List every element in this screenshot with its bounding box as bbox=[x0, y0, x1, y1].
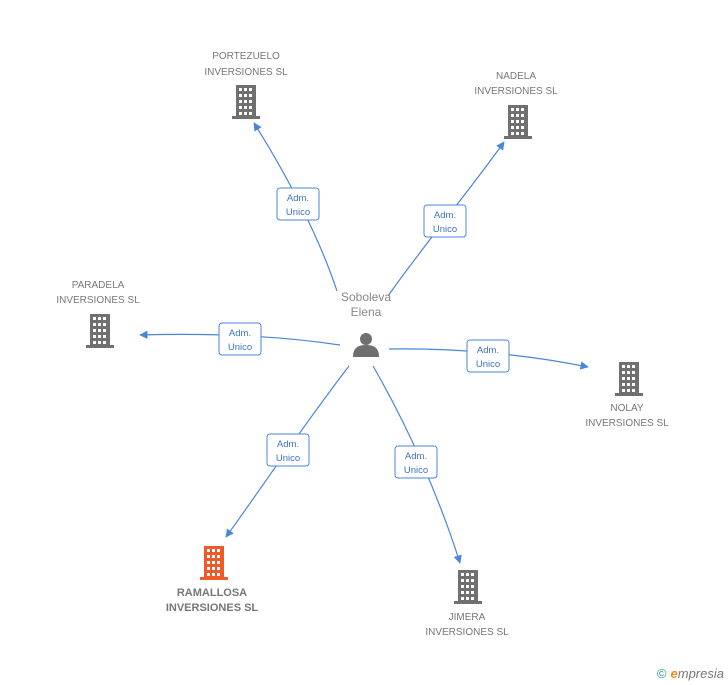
relation-badge-portezuelo[interactable]: Adm. Unico bbox=[276, 187, 320, 221]
company-node-paradela[interactable]: PARADELA INVERSIONES SL bbox=[56, 280, 140, 348]
relation-label-line2: Unico bbox=[476, 359, 500, 370]
relation-label-line1: Adm. bbox=[405, 451, 427, 462]
relation-label-line1: Adm. bbox=[434, 210, 456, 221]
relation-label-line2: Unico bbox=[433, 224, 457, 235]
company-node-nolay[interactable]: NOLAY INVERSIONES SL bbox=[585, 362, 669, 429]
relation-badge-jimera[interactable]: Adm. Unico bbox=[394, 445, 438, 479]
company-name-line1: JIMERA bbox=[449, 612, 486, 623]
company-name-line2: INVERSIONES SL bbox=[204, 67, 288, 78]
company-name-line1: RAMALLOSA bbox=[177, 587, 247, 599]
company-name-line2: INVERSIONES SL bbox=[166, 602, 259, 614]
company-name-line1: NOLAY bbox=[610, 403, 643, 414]
company-node-jimera[interactable]: JIMERA INVERSIONES SL bbox=[425, 570, 509, 638]
relation-label-line2: Unico bbox=[286, 207, 310, 218]
relation-label-line1: Adm. bbox=[477, 345, 499, 356]
relation-label-line2: Unico bbox=[404, 465, 428, 476]
relation-label-line2: Unico bbox=[228, 342, 252, 353]
person-icon bbox=[353, 333, 379, 357]
company-name-line2: INVERSIONES SL bbox=[56, 295, 140, 306]
relation-badge-nadela[interactable]: Adm. Unico bbox=[423, 204, 467, 238]
relation-label-line1: Adm. bbox=[229, 328, 251, 339]
company-name-line2: INVERSIONES SL bbox=[425, 627, 509, 638]
relation-badge-nolay[interactable]: Adm. Unico bbox=[466, 339, 510, 373]
company-name-line1: PORTEZUELO bbox=[212, 51, 280, 62]
company-name-line1: NADELA bbox=[496, 71, 536, 82]
relation-badge-paradela[interactable]: Adm. Unico bbox=[218, 322, 262, 356]
building-icon bbox=[200, 546, 228, 580]
relation-label-line1: Adm. bbox=[277, 439, 299, 450]
company-name-line2: INVERSIONES SL bbox=[474, 86, 558, 97]
person-name-line2: Elena bbox=[351, 305, 382, 319]
building-icon bbox=[86, 314, 114, 348]
company-node-portezuelo[interactable]: PORTEZUELO INVERSIONES SL bbox=[204, 51, 288, 119]
relation-badge-ramallosa[interactable]: Adm. Unico bbox=[266, 433, 310, 467]
company-name-line1: PARADELA bbox=[72, 280, 125, 291]
building-icon bbox=[232, 85, 260, 119]
building-icon bbox=[615, 362, 643, 396]
company-name-line2: INVERSIONES SL bbox=[585, 418, 669, 429]
building-icon bbox=[504, 105, 532, 139]
person-name-line1: Soboleva bbox=[341, 290, 391, 304]
relation-label-line1: Adm. bbox=[287, 193, 309, 204]
building-icon bbox=[454, 570, 482, 604]
company-node-ramallosa[interactable]: RAMALLOSA INVERSIONES SL bbox=[166, 546, 259, 614]
empresia-logo: ©empresia bbox=[656, 666, 724, 681]
relation-label-line2: Unico bbox=[276, 453, 300, 464]
company-node-nadela[interactable]: NADELA INVERSIONES SL bbox=[474, 71, 558, 139]
